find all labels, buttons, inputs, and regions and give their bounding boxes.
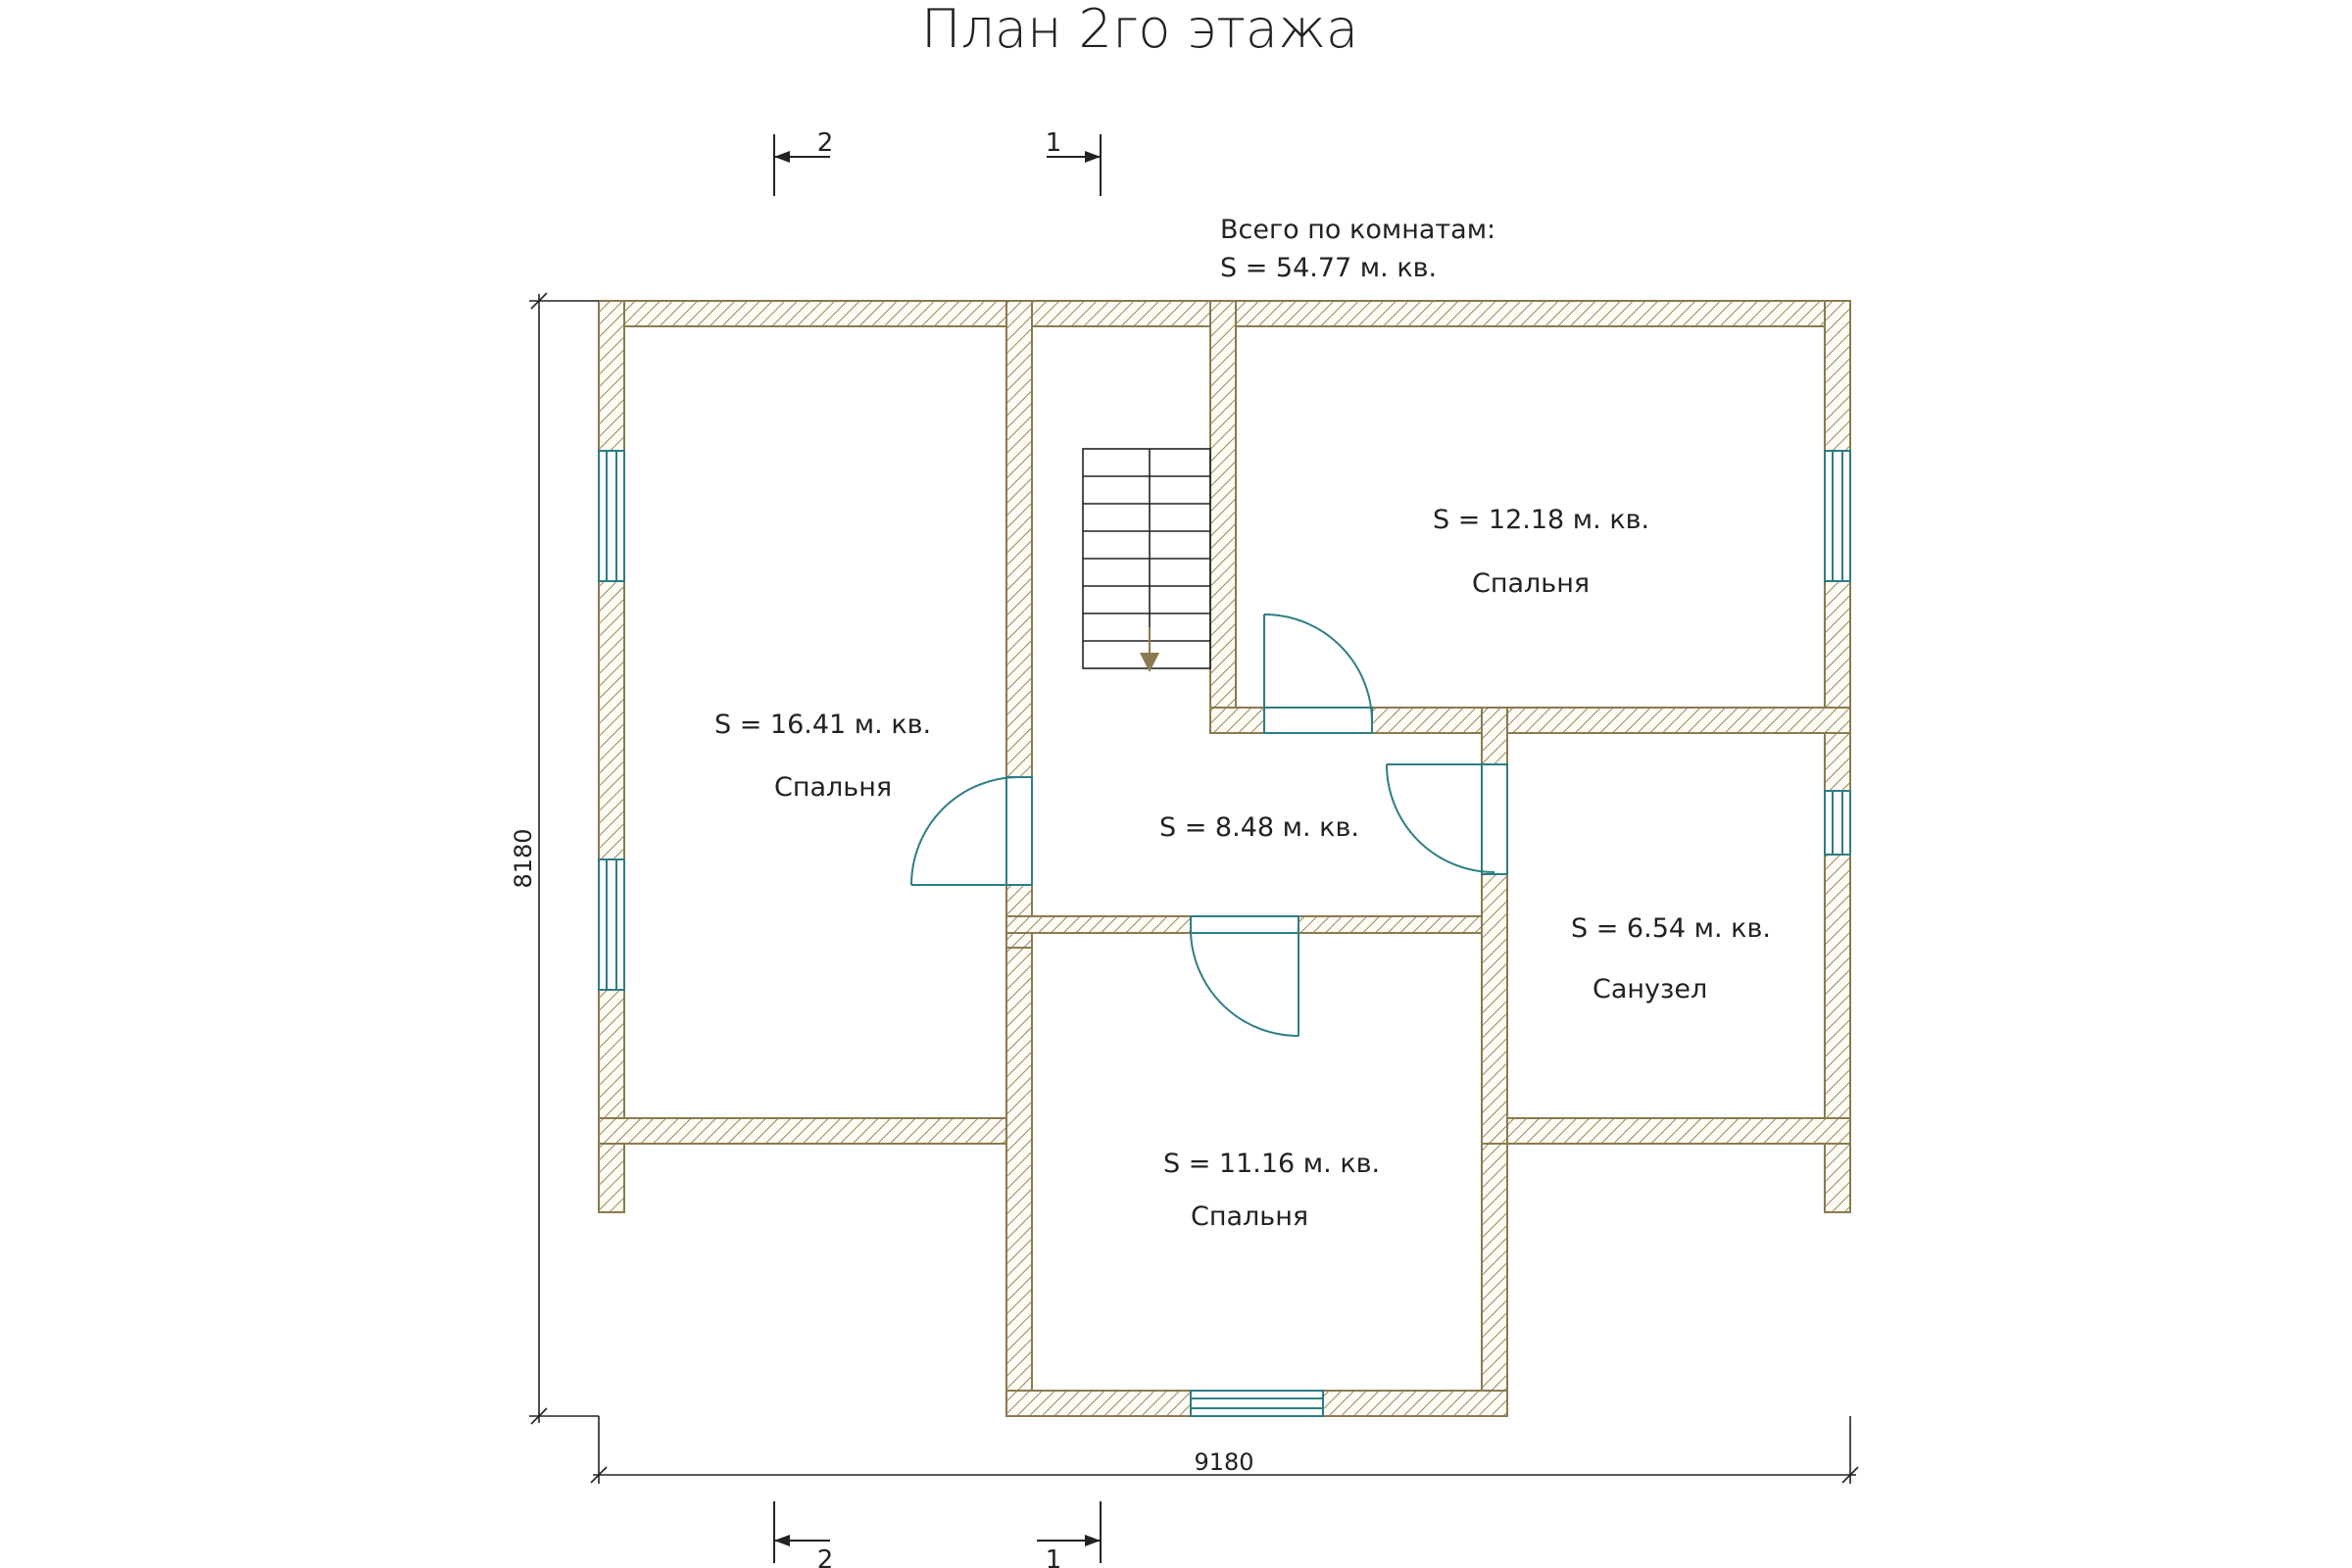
wall-stair-right bbox=[1209, 300, 1237, 733]
wall-left-room-bottom bbox=[598, 1117, 1007, 1145]
window-right-1 bbox=[1824, 450, 1851, 582]
room-area: S = 6.54 м. кв. bbox=[1571, 913, 1771, 944]
window-right-2 bbox=[1824, 790, 1851, 856]
staircase bbox=[1082, 448, 1211, 672]
door-bottom-bedroom bbox=[1190, 932, 1299, 1038]
section-mark-top-right: 1 bbox=[1046, 128, 1102, 196]
section-mark-label: 1 bbox=[1046, 128, 1062, 158]
page-title: План 2го этажа bbox=[921, 0, 1358, 60]
window-left-1 bbox=[598, 450, 625, 582]
dimension-width-label: 9180 bbox=[1194, 1448, 1253, 1476]
room-name: Спальня bbox=[774, 772, 892, 803]
wall-bottom-room-left bbox=[1005, 930, 1033, 1417]
section-mark-label: 1 bbox=[1046, 1545, 1062, 1568]
total-area: S = 54.77 м. кв. bbox=[1220, 253, 1437, 283]
wall-bath-bottom bbox=[1506, 1117, 1851, 1145]
total-label: Всего по комнатам: bbox=[1220, 215, 1495, 245]
room-area: S = 8.48 м. кв. bbox=[1159, 812, 1359, 843]
room-name: Спальня bbox=[1191, 1201, 1308, 1232]
room-name: Спальня bbox=[1472, 568, 1590, 599]
door-left-bedroom bbox=[910, 776, 1033, 886]
section-mark-top-left: 2 bbox=[773, 128, 834, 196]
room-name: Санузел bbox=[1592, 974, 1707, 1004]
window-left-2 bbox=[598, 858, 625, 991]
dimension-height-label: 8180 bbox=[510, 828, 537, 888]
door-bathroom bbox=[1386, 763, 1495, 873]
room-area: S = 12.18 м. кв. bbox=[1433, 505, 1649, 535]
section-mark-bottom-right: 1 bbox=[1037, 1501, 1102, 1568]
section-mark-bottom-left: 2 bbox=[773, 1501, 834, 1568]
room-area: S = 11.16 м. кв. bbox=[1163, 1149, 1380, 1179]
section-mark-label: 2 bbox=[817, 128, 834, 158]
room-area: S = 16.41 м. кв. bbox=[714, 710, 931, 740]
outer-wall-right bbox=[1824, 300, 1851, 1213]
section-mark-label: 2 bbox=[817, 1545, 834, 1568]
door-top-bedroom bbox=[1263, 613, 1373, 723]
dimension-height: 8180 bbox=[510, 292, 599, 1425]
dimension-width: 9180 bbox=[590, 1416, 1859, 1484]
window-bottom bbox=[1190, 1390, 1324, 1417]
outer-wall-left bbox=[598, 300, 625, 1213]
